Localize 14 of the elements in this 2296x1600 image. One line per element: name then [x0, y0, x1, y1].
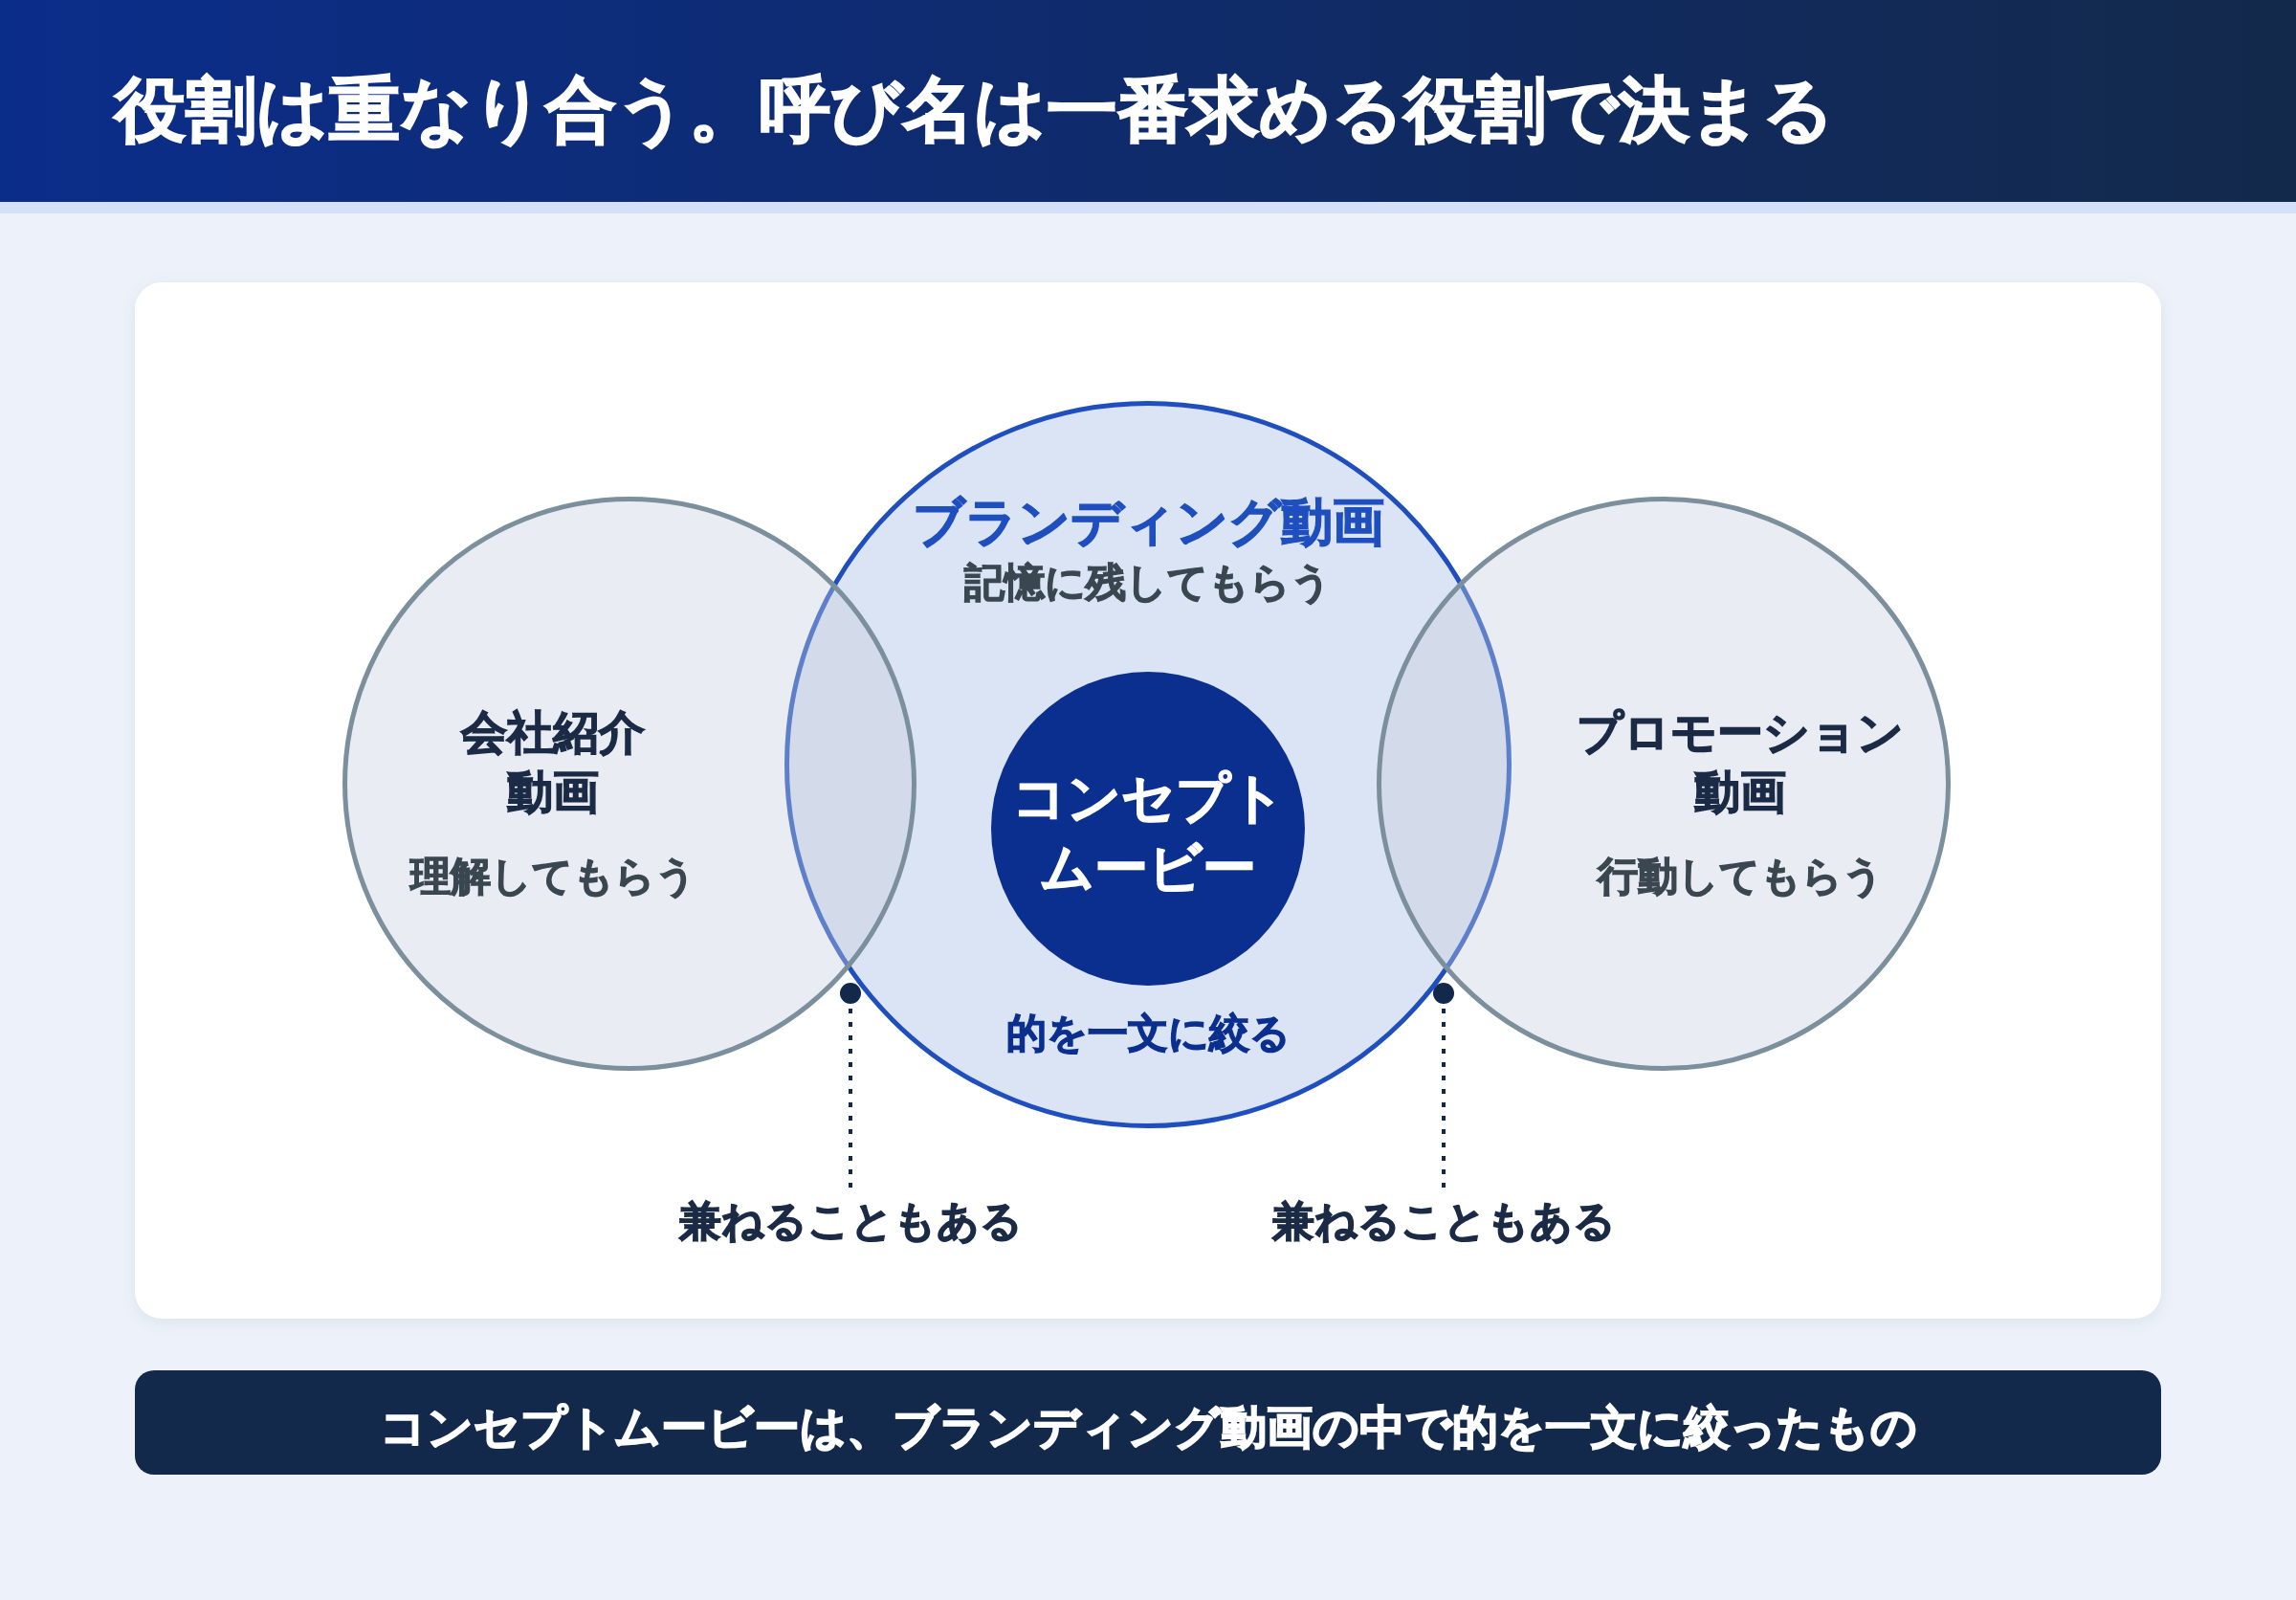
page-title: 役割は重なり合う。呼び名は一番求める役割で決まる [115, 67, 1835, 152]
circle-subtitle: 理解してもらう [408, 852, 697, 901]
circle-heading: 会社紹介動画 [459, 704, 646, 821]
circle-heading: ブランディング動画 [911, 491, 1385, 554]
overlap-label: 兼ねることもある [678, 1193, 1023, 1250]
circle-note: 的を一文に絞る [1004, 1009, 1292, 1058]
circle-subtitle: 行動してもらう [1596, 852, 1885, 901]
leader-line [840, 983, 861, 1188]
circle-heading: コンセプトムービー [1010, 766, 1286, 900]
caption-text: コンセプトムービーは、ブランディング動画の中で的を一文に絞ったもの [379, 1399, 1917, 1456]
leader-line [1433, 983, 1454, 1188]
overlap-label: 兼ねることもある [1271, 1193, 1616, 1250]
circle-subtitle: 記憶に残してもらう [963, 558, 1333, 608]
circle-heading: プロモーション動画 [1576, 704, 1905, 821]
